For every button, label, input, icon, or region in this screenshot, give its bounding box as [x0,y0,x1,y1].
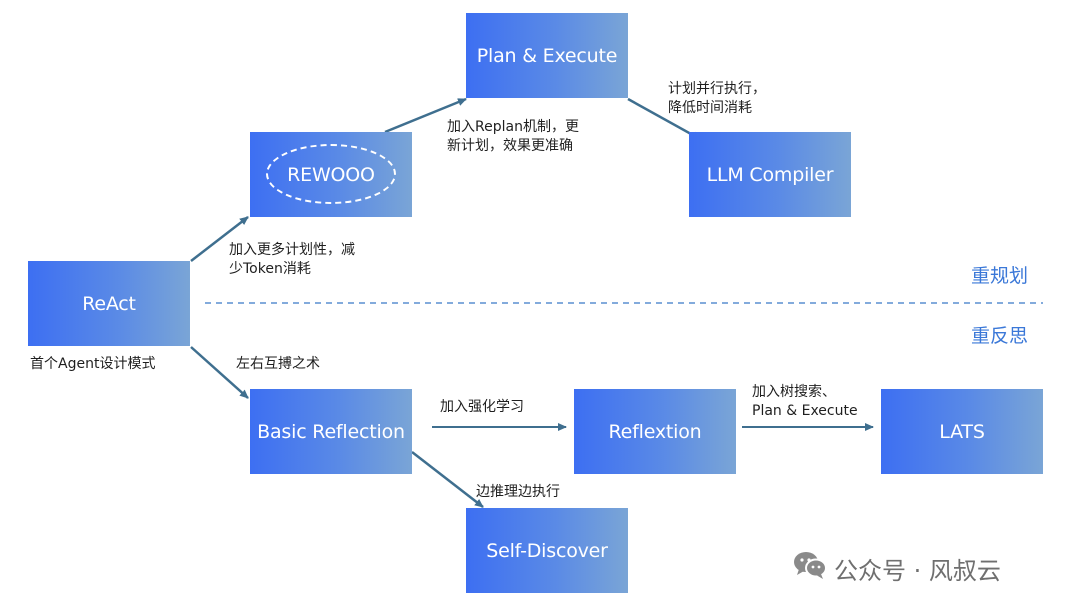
note-line: 计划并行执行， [668,81,766,97]
note-to-self-discover: 边推理边执行 [476,484,560,500]
note-line: 加入更多计划性，减 [229,242,355,258]
node-reflextion: Reflextion [574,389,736,474]
node-react: ReAct [28,261,190,346]
node-llm-compiler-label: LLM Compiler [706,163,834,186]
react-caption: 首个Agent设计模式 [30,356,156,372]
section-label-replanning: 重规划 [971,265,1029,287]
note-to-rewooo: 加入更多计划性，减 少Token消耗 [229,241,355,279]
note-line: 加入树搜索、 [752,384,836,400]
arrow-react-to-rewooo [190,216,249,262]
section-label-reflection: 重反思 [971,325,1029,347]
note-to-lats: 加入树搜索、 Plan & Execute [752,383,858,421]
note-to-plan-execute: 加入Replan机制，更 新计划，效果更准确 [447,118,579,156]
node-lats: LATS [881,389,1043,474]
note-to-reflextion: 加入强化学习 [440,399,524,415]
note-line: 加入Replan机制，更 [447,119,579,135]
node-rewooo: REWOOO [250,132,412,217]
node-plan-execute-label: Plan & Execute [476,44,618,67]
note-line: 新计划，效果更准确 [447,138,573,154]
node-self-discover-label: Self-Discover [486,539,608,562]
arrow-plan-execute-to-llm-compiler [627,97,701,141]
node-react-label: ReAct [82,292,136,315]
note-to-basic-reflection: 左右互搏之术 [236,356,320,372]
arrow-rewooo-to-plan-execute [384,97,467,134]
node-llm-compiler: LLM Compiler [689,132,851,217]
wechat-icon [792,549,828,587]
watermark: 公众号 · 风叔云 [792,550,1001,586]
node-lats-label: LATS [939,420,985,443]
note-line: 少Token消耗 [229,261,311,277]
node-plan-execute: Plan & Execute [466,13,628,98]
arrow-basic-reflection-to-self-discover [411,451,484,508]
arrow-react-to-basic-reflection [190,346,249,399]
note-line: 降低时间消耗 [668,100,752,116]
note-to-llm-compiler: 计划并行执行， 降低时间消耗 [668,80,766,118]
watermark-text: 公众号 · 风叔云 [834,556,1001,585]
dashed-ellipse [266,144,396,204]
node-self-discover: Self-Discover [466,508,628,593]
note-line: Plan & Execute [752,403,858,419]
node-basic-reflection: Basic Reflection [250,389,412,474]
node-basic-reflection-label: Basic Reflection [257,420,405,443]
node-reflextion-label: Reflextion [608,420,702,443]
